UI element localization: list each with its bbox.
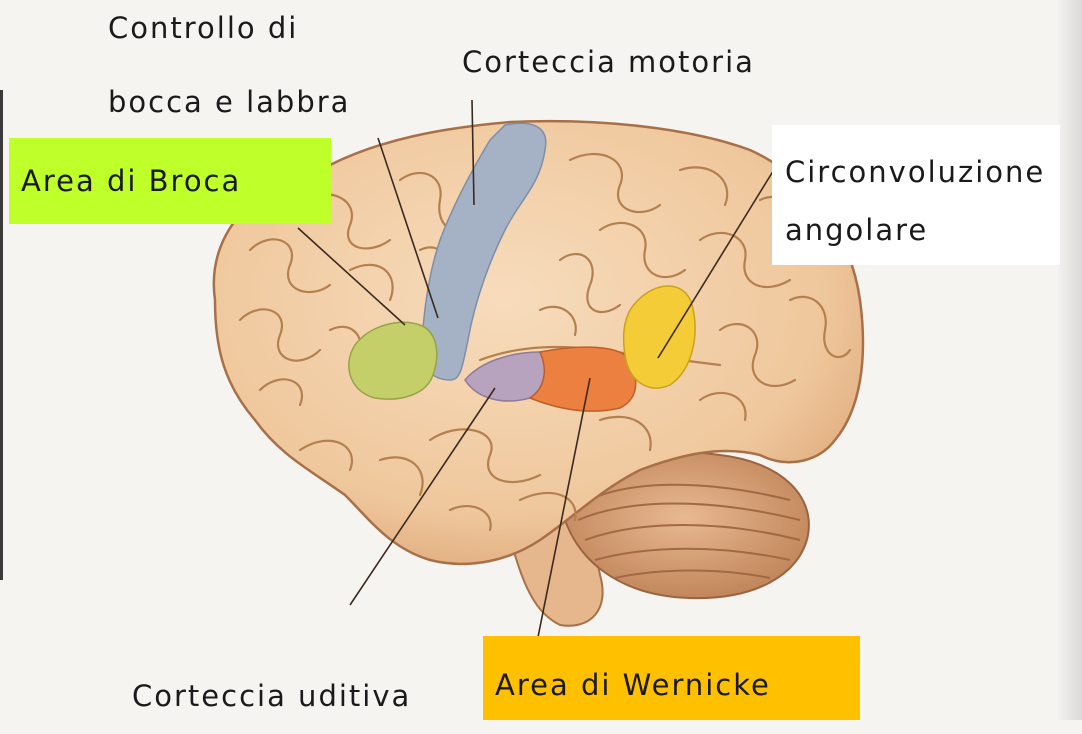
label-angular-line2: angolare xyxy=(785,210,928,250)
label-mouth-lips-line1: Controllo di xyxy=(108,8,298,48)
label-mouth-lips-line2: bocca e labbra xyxy=(108,82,350,122)
label-wernicke-area: Area di Wernicke xyxy=(483,636,860,720)
label-broca-area: Area di Broca xyxy=(9,138,331,224)
label-motor-cortex: Corteccia motoria xyxy=(462,42,755,82)
wernicke-region xyxy=(530,347,636,411)
label-auditory-cortex: Corteccia uditiva xyxy=(132,676,411,716)
label-angular-line1: Circonvoluzione xyxy=(785,152,1045,192)
